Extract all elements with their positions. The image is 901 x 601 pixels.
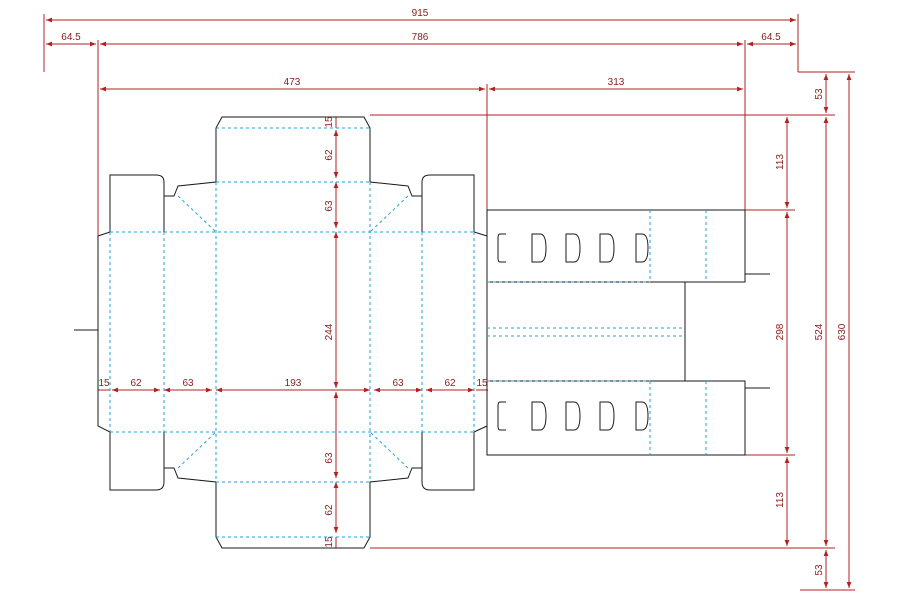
label-h-side-right: 63 [392, 378, 404, 389]
label-right-margin: 64.5 [761, 32, 781, 43]
label-h-dust-right: 62 [444, 378, 456, 389]
label-height-inner: 524 [814, 323, 825, 340]
label-h-glue-right: 15 [476, 378, 488, 389]
label-center-height: 298 [775, 323, 786, 340]
label-h-dust-left: 62 [130, 378, 142, 389]
label-v-glue-bottom: 15 [324, 536, 335, 548]
label-v-dust-top: 62 [324, 149, 335, 161]
label-bottom-flap: 113 [775, 492, 786, 508]
label-height-total: 630 [837, 323, 848, 340]
label-top-margin: 53 [814, 88, 825, 100]
tray-slots-top [497, 233, 649, 263]
label-h-panel: 193 [285, 378, 302, 389]
label-top-flap: 113 [775, 154, 786, 170]
label-box-length: 473 [284, 77, 301, 88]
label-inner-width: 786 [412, 32, 429, 43]
tray-dieline [486, 209, 770, 456]
box-outline [97, 116, 488, 549]
label-bottom-margin: 53 [814, 564, 825, 576]
dimension-lines [43, 14, 855, 591]
box-dieline [74, 116, 488, 549]
box-fold-lines [109, 127, 475, 538]
label-tray-length: 313 [608, 77, 625, 88]
label-h-glue-left: 15 [98, 378, 110, 389]
dimension-labels: 915 64.5 786 64.5 473 313 53 113 298 113… [61, 8, 848, 576]
label-h-side-left: 63 [182, 378, 194, 389]
label-v-body: 244 [324, 323, 335, 340]
label-v-glue-top: 15 [324, 116, 335, 128]
label-left-margin: 64.5 [61, 32, 81, 43]
label-v-dust-bottom: 62 [324, 504, 335, 516]
tray-slots-bottom [497, 401, 649, 431]
label-total-width: 915 [412, 8, 429, 19]
label-v-side-top: 63 [324, 200, 335, 212]
label-v-side-bottom: 63 [324, 452, 335, 464]
